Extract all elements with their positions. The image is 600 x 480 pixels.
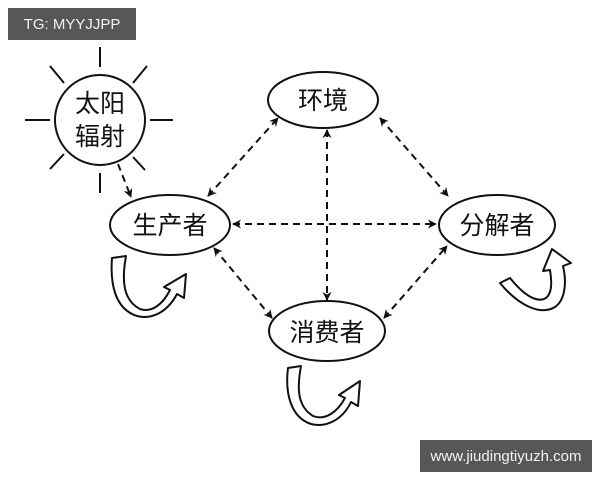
consumer-cycle-arrow-icon bbox=[286, 365, 361, 426]
edge-consumer-decomposer bbox=[383, 245, 448, 319]
producer-cycle-arrow-icon bbox=[110, 255, 187, 318]
environment-label: 环境 bbox=[298, 86, 348, 115]
edge-environment-decomposer bbox=[379, 117, 449, 197]
edge-sun-producer bbox=[117, 163, 133, 198]
consumer-label: 消费者 bbox=[289, 318, 364, 347]
consumer-node: 消费者 bbox=[268, 300, 386, 362]
decomposer-node: 分解者 bbox=[438, 194, 556, 256]
decomposer-label: 分解者 bbox=[459, 211, 534, 240]
producer-label: 生产者 bbox=[132, 211, 207, 240]
edge-producer-consumer bbox=[213, 247, 273, 319]
watermark-top-left: TG: MYYJJPP bbox=[8, 8, 136, 40]
sun-node: 太阳 辐射 bbox=[25, 47, 173, 193]
decomposer-cycle-arrow-icon bbox=[499, 248, 572, 312]
sun-label-line2: 辐射 bbox=[75, 122, 125, 151]
environment-node: 环境 bbox=[267, 71, 379, 129]
sun-label-line1: 太阳 bbox=[75, 89, 125, 118]
producer-node: 生产者 bbox=[109, 194, 231, 256]
watermark-bottom-right: www.jiudingtiyuzh.com bbox=[420, 440, 592, 472]
sun-rays-icon bbox=[25, 47, 173, 193]
edge-producer-environment bbox=[207, 117, 279, 197]
